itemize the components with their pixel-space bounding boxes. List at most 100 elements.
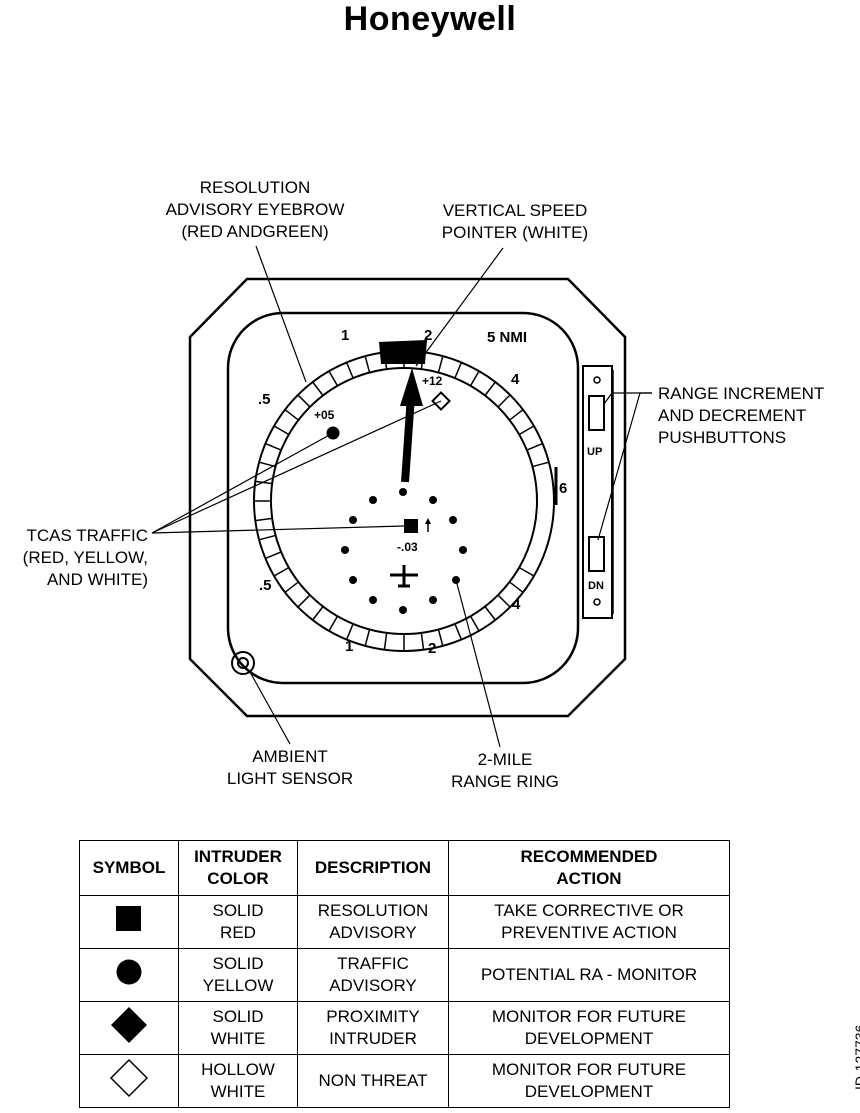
- document-id: ID-127736: [852, 1024, 860, 1090]
- scale-tick: [509, 409, 524, 421]
- scale-tick: [284, 581, 299, 593]
- scale-tick: [273, 566, 290, 577]
- range-label: 5 NMI: [487, 329, 527, 346]
- scale-label-top: .5: [258, 391, 271, 408]
- callout-line: (RED, YELLOW,: [22, 548, 148, 567]
- panel-screw-icon: [593, 376, 601, 384]
- scale-tick: [255, 517, 273, 522]
- traffic-tag: +05: [314, 408, 335, 422]
- legend-symbol-cell: [79, 948, 179, 1002]
- callout-line: RESOLUTION: [199, 178, 311, 197]
- scale-tick: [518, 425, 535, 436]
- legend-symbol-cell: [79, 1054, 179, 1108]
- callout-line: POINTER (WHITE): [441, 223, 589, 242]
- callout-line: RANGE INCREMENT: [658, 384, 825, 403]
- scale-label-top: 6: [559, 480, 567, 497]
- scale-tick: [265, 442, 282, 451]
- range-down-label: DN: [588, 580, 604, 592]
- scale-tick: [532, 461, 550, 468]
- scale-tick: [364, 629, 371, 647]
- range-ring-dot: [369, 596, 377, 604]
- legend-header-action: RECOMMENDED ACTION: [448, 840, 730, 896]
- callout-line: 2-MILE: [477, 750, 533, 769]
- legend-description-cell: NON THREAT: [297, 1054, 449, 1108]
- scale-tick: [497, 594, 511, 608]
- legend-action-cell: POTENTIAL RA - MONITOR: [448, 948, 730, 1002]
- traffic-tag: +12: [422, 374, 443, 388]
- scale-tick: [312, 606, 324, 621]
- range-ring-callout: 2-MILE RANGE RING: [430, 749, 580, 793]
- scale-tick: [437, 629, 444, 647]
- scale-tick: [345, 623, 354, 640]
- scale-tick: [258, 534, 276, 541]
- legend-symbol-cell: [79, 1001, 179, 1055]
- scale-tick: [383, 632, 388, 650]
- range-ring-dot: [399, 488, 407, 496]
- scale-tick: [364, 355, 371, 373]
- filled-circle-icon: [116, 959, 142, 985]
- scale-tick: [345, 362, 354, 379]
- scale-label-bottom: .5: [259, 577, 272, 594]
- scale-tick: [509, 581, 524, 593]
- callout-line: RANGE RING: [451, 772, 559, 791]
- ra-eyebrow-icon: [379, 340, 427, 364]
- resolution-advisory-symbol: [404, 519, 418, 533]
- callout-line: ADVISORY EYEBROW: [165, 200, 345, 219]
- range-ring-dot: [369, 496, 377, 504]
- vsi-pointer-callout: VERTICAL SPEED POINTER (WHITE): [410, 200, 620, 244]
- scale-label-top: 2: [424, 327, 432, 344]
- range-ring-dot: [429, 496, 437, 504]
- own-aircraft-icon: [390, 565, 418, 588]
- callout-line: AND WHITE): [46, 570, 148, 589]
- callout-line: (RED ANDGREEN): [181, 222, 329, 241]
- scale-tick: [265, 551, 282, 560]
- eyebrow-callout: RESOLUTION ADVISORY EYEBROW (RED ANDGREE…: [140, 177, 370, 243]
- ambient-light-sensor-icon: [231, 651, 255, 675]
- range-ring-dots: [341, 488, 467, 614]
- vertical-speed-pointer: [400, 368, 423, 483]
- range-buttons-callout: RANGE INCREMENT AND DECREMENT PUSHBUTTON…: [658, 383, 858, 449]
- range-down-button[interactable]: [588, 536, 605, 572]
- range-ring-dot: [459, 546, 467, 554]
- scale-tick: [497, 394, 511, 408]
- scale-tick: [518, 566, 535, 577]
- range-ring-dot: [399, 606, 407, 614]
- climb-arrow-icon: [425, 518, 431, 532]
- range-up-label: UP: [587, 446, 602, 458]
- legend-header-row: SYMBOL INTRUDER COLOR DESCRIPTION RECOMM…: [79, 840, 730, 896]
- scale-tick: [297, 394, 311, 408]
- callout-line: TCAS TRAFFIC: [26, 526, 148, 545]
- scale-tick: [328, 370, 339, 387]
- scale-tick: [469, 370, 480, 387]
- scale-tick: [297, 594, 311, 608]
- tcas-vsi-instrument: 5 NMI .5 1 2 4 6 .5 1 2 4 +05 +12 -.03 U…: [151, 245, 652, 748]
- filled-diamond-icon: [111, 1007, 147, 1043]
- range-ring-dot: [341, 546, 349, 554]
- scale-tick: [454, 623, 463, 640]
- scale-label-top: 1: [341, 327, 349, 344]
- scale-tick: [484, 606, 496, 621]
- callout-line: VERTICAL SPEED: [442, 201, 588, 220]
- callout-line: PUSHBUTTONS: [658, 428, 787, 447]
- brand-logo: Honeywell: [343, 0, 517, 38]
- scale-tick: [328, 615, 339, 632]
- callout-leader-lines: [151, 245, 652, 748]
- traffic-symbol-legend: SYMBOL INTRUDER COLOR DESCRIPTION RECOMM…: [79, 840, 730, 1108]
- range-up-button[interactable]: [588, 395, 605, 431]
- range-ring-dot: [449, 516, 457, 524]
- traffic-tag: -.03: [397, 540, 418, 554]
- scale-tick: [420, 632, 425, 650]
- scale-tick: [312, 381, 324, 396]
- scale-tick: [284, 409, 299, 421]
